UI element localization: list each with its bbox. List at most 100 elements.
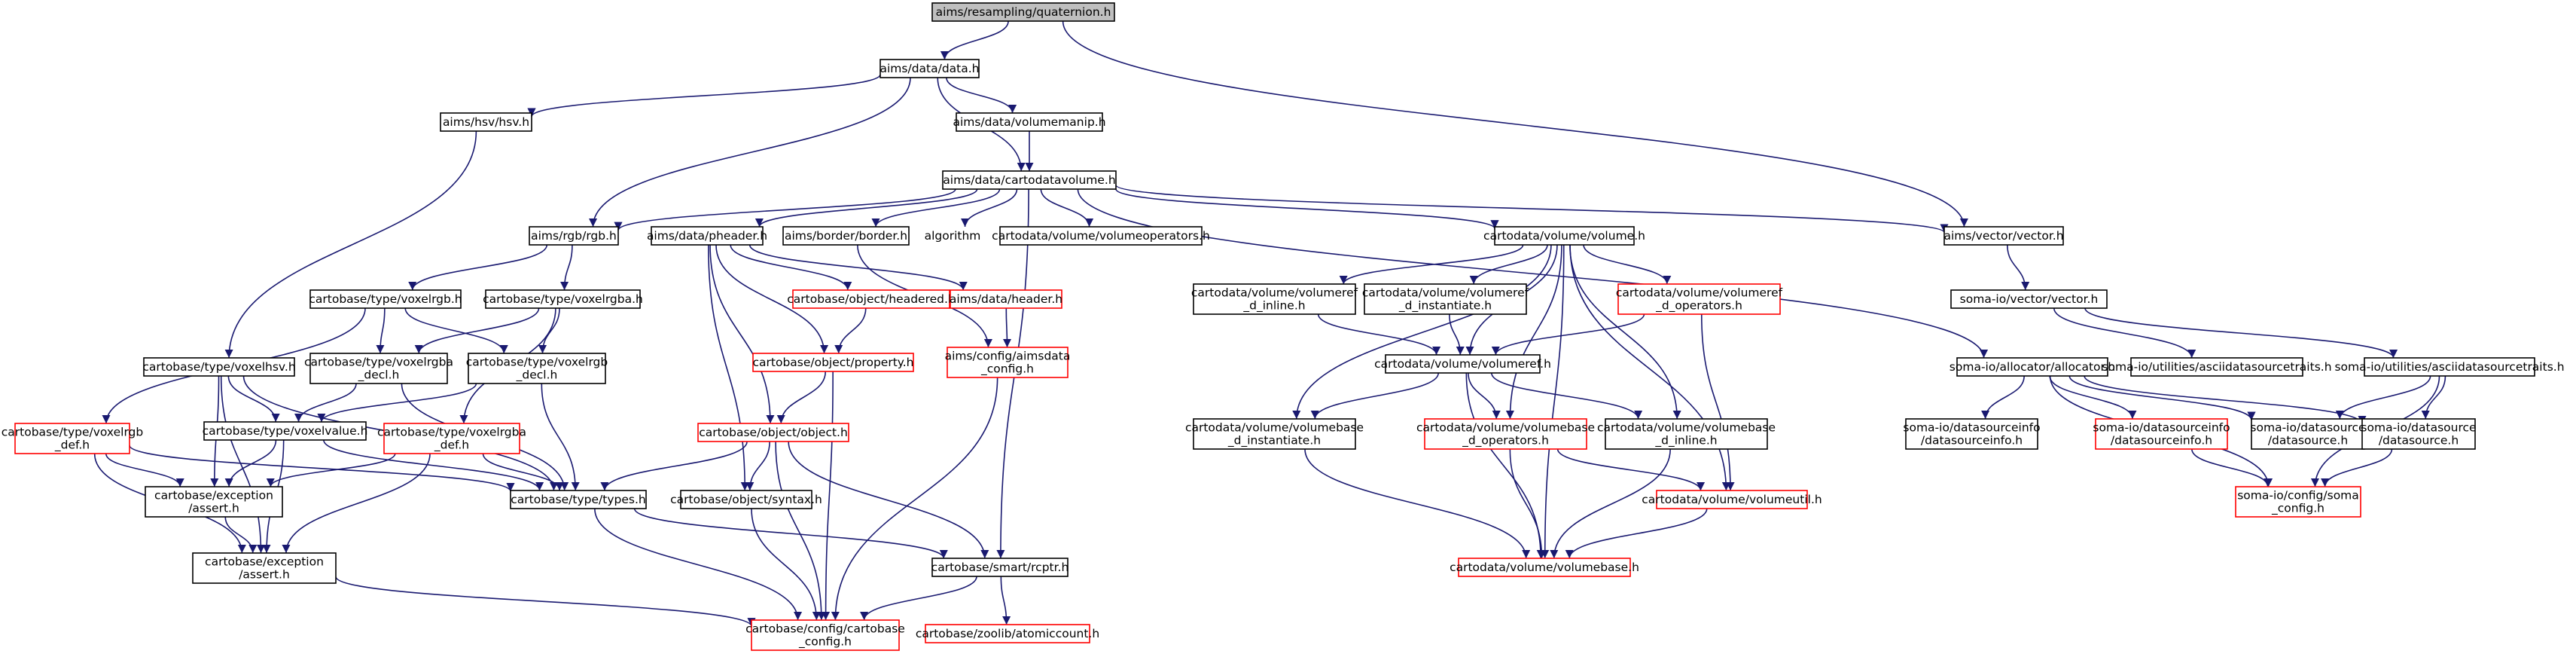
graph-node[interactable]: cartobase/type/types.h [510, 490, 647, 509]
graph-node[interactable]: aims/data/data.h [879, 59, 980, 78]
edge-n24-n26 [266, 453, 396, 487]
edge-n44-n48 [2421, 375, 2446, 420]
edge-n7-n17 [715, 244, 829, 354]
graph-node[interactable]: cartobase/type/voxelrgb_def.h [2, 423, 143, 454]
node-box [752, 353, 914, 372]
graph-node[interactable]: cartobase/object/syntax.h [670, 490, 822, 509]
graph-node[interactable]: soma-io/datasourceinfo/datasourceinfo.h [1903, 418, 2041, 450]
graph-node[interactable]: aims/data/pheader.h [647, 226, 767, 246]
node-label: /datasourceinfo.h [2111, 434, 2212, 448]
graph-node[interactable]: cartodata/volume/volumebase_d_instantiat… [1185, 418, 1364, 450]
graph-node[interactable]: aims/rgb/rgb.h [529, 226, 619, 246]
node-box [931, 2, 1115, 22]
node-box [510, 490, 647, 509]
node-box [651, 226, 764, 246]
graph-node[interactable]: cartobase/type/voxelrgba_def.h [377, 423, 526, 454]
edge-n26-n29 [224, 516, 258, 554]
node-label: cartobase/type/voxelrgb [2, 426, 143, 439]
edge-n42-n47 [2068, 375, 2256, 421]
edge-n12-n43 [2053, 307, 2196, 359]
graph-node[interactable]: aims/vector/vector.h [1943, 226, 2064, 246]
graph-node[interactable]: cartodata/volume/volumeref_d_instantiate… [1362, 283, 1529, 315]
graph-node[interactable]: cartobase/exception/assert.h [145, 486, 283, 518]
edge-n7-n25 [709, 244, 775, 424]
graph-node[interactable]: soma-io/datasource/datasource.h [2361, 418, 2477, 450]
graph-node[interactable]: aims/border/border.h [782, 226, 910, 246]
node-label: cartobase/object/headered.h [787, 292, 956, 306]
edge-n11-n39 [1569, 244, 1681, 420]
graph-node[interactable]: soma-io/allocator/allocator.h [1950, 357, 2115, 377]
node-box [1385, 354, 1541, 374]
node-label: aims/data/data.h [880, 62, 980, 75]
graph-node[interactable]: aims/hsv/hsv.h [440, 112, 532, 132]
graph-node[interactable]: cartobase/type/voxelrgb.h [309, 289, 462, 309]
graph-node[interactable]: cartobase/smart/rcptr.h [931, 558, 1069, 577]
graph-node[interactable]: cartobase/type/voxelvalue.h [203, 421, 368, 441]
graph-node[interactable]: cartobase/exception/assert.h [192, 552, 337, 584]
node-box [782, 226, 910, 246]
edge-n28-n31 [751, 508, 821, 621]
edge-n4-n6 [614, 188, 956, 231]
graph-node[interactable]: soma-io/datasourceinfo/datasourceinfo.h [2093, 418, 2230, 450]
graph-node[interactable]: soma-io/vector/vector.h [1950, 289, 2108, 309]
graph-node[interactable]: cartobase/zoolib/atomiccount.h [916, 624, 1099, 643]
edge-n42-n45 [1981, 375, 2025, 420]
edge-n15-n17 [834, 307, 867, 354]
graph-node[interactable]: cartobase/type/voxelrgb_decl.h [466, 353, 608, 384]
graph-node[interactable]: cartodata/volume/volumeoperators.h [992, 226, 1210, 246]
graph-node[interactable]: cartobase/object/object.h [697, 423, 849, 442]
node-label: algorithm [925, 229, 981, 243]
graph-node[interactable]: aims/data/volumemanip.h [953, 112, 1106, 132]
graph-node[interactable]: soma-io/utilities/asciidatasourcetraits.… [2334, 357, 2565, 377]
edge-n0-n1 [940, 20, 1009, 60]
graph-node[interactable]: aims/config/aimsdata_config.h [945, 347, 1071, 378]
graph-node[interactable]: aims/data/header.h [950, 289, 1062, 309]
graph-node[interactable]: algorithm [919, 227, 986, 245]
graph-node[interactable]: cartodata/volume/volumebase_d_inline.h [1597, 418, 1776, 450]
node-label: cartodata/volume/volumeref [1191, 286, 1358, 300]
graph-node[interactable]: cartodata/volume/volumeref.h [1374, 354, 1551, 374]
node-label: cartodata/volume/volumeref [1616, 286, 1783, 300]
node-label: soma-io/datasourceinfo [2093, 421, 2230, 435]
graph-node[interactable]: aims/data/cartodatavolume.h [942, 170, 1117, 190]
graph-node[interactable]: cartobase/object/headered.h [787, 289, 956, 309]
edge-n1-n3 [946, 77, 1017, 114]
edge-n4-n9 [960, 188, 1018, 228]
graph-node[interactable]: cartodata/volume/volumeref_d_inline.h [1191, 283, 1358, 315]
edge-n4-n11 [1115, 188, 1499, 230]
graph-node[interactable]: aims/resampling/quaternion.h [931, 2, 1115, 22]
edge-n17-n25 [776, 371, 827, 424]
edge-n6-n14 [559, 244, 573, 291]
edge-n18-n31 [831, 377, 998, 621]
edge-n14-n20 [414, 307, 540, 354]
graph-node[interactable]: cartobase/config/cartobase_config.h [745, 619, 905, 651]
node-box [1950, 289, 2108, 309]
graph-node[interactable]: soma-io/utilities/asciidatasourcetraits.… [2102, 357, 2332, 377]
graph-node[interactable]: cartodata/volume/volumebase.h [1450, 558, 1639, 577]
edge-n11-n40 [1569, 244, 1730, 491]
node-label: cartobase/type/voxelvalue.h [203, 424, 368, 438]
node-label: aims/data/volumemanip.h [953, 115, 1105, 129]
graph-node[interactable]: soma-io/datasource/datasource.h [2250, 418, 2366, 450]
graph-node[interactable]: cartodata/volume/volume.h [1483, 226, 1645, 246]
graph-node[interactable]: cartodata/volume/volumeutil.h [1642, 490, 1822, 509]
node-box [947, 347, 1069, 378]
graph-node[interactable]: soma-io/config/soma_config.h [2235, 486, 2361, 518]
edge-n35-n40 [1700, 313, 1735, 491]
graph-node[interactable]: cartobase/type/voxelrgba.h [483, 289, 643, 309]
graph-node[interactable]: cartodata/volume/volumebase_d_operators.… [1416, 418, 1595, 450]
node-label: _decl.h [358, 368, 400, 383]
graph-node[interactable]: cartodata/volume/volumeref_d_operators.h [1616, 283, 1783, 315]
node-label: _config.h [980, 362, 1034, 377]
node-label: /datasourceinfo.h [1921, 434, 2023, 448]
node-label: cartodata/volume/volumeref [1362, 286, 1529, 300]
graph-node[interactable]: cartobase/type/voxelrgba_decl.h [304, 353, 453, 384]
node-label: cartobase/type/types.h [511, 493, 645, 506]
edge-n11-n38 [1505, 244, 1562, 420]
edge-n33-n36 [1317, 313, 1441, 356]
graph-node[interactable]: cartobase/type/voxelhsv.h [142, 357, 296, 377]
node-box [14, 423, 130, 454]
graph-node[interactable]: cartobase/object/property.h [752, 353, 914, 372]
